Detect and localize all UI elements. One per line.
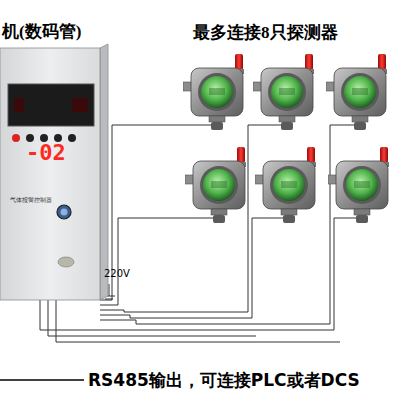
heading: 机(数码管): [2, 20, 81, 43]
heading: 最多连接8只探测器: [193, 21, 338, 44]
controller-cabinet: [0, 44, 108, 300]
controller-box: -02 气体报警控制器: [0, 48, 100, 300]
digital-display: -02: [26, 140, 66, 165]
panel-label: 气体报警控制器: [10, 196, 52, 205]
output-note: RS485输出，可连接PLC或者DCS: [88, 369, 360, 392]
voltage-label: 220V: [104, 268, 130, 279]
gas-detectors: [183, 54, 389, 223]
